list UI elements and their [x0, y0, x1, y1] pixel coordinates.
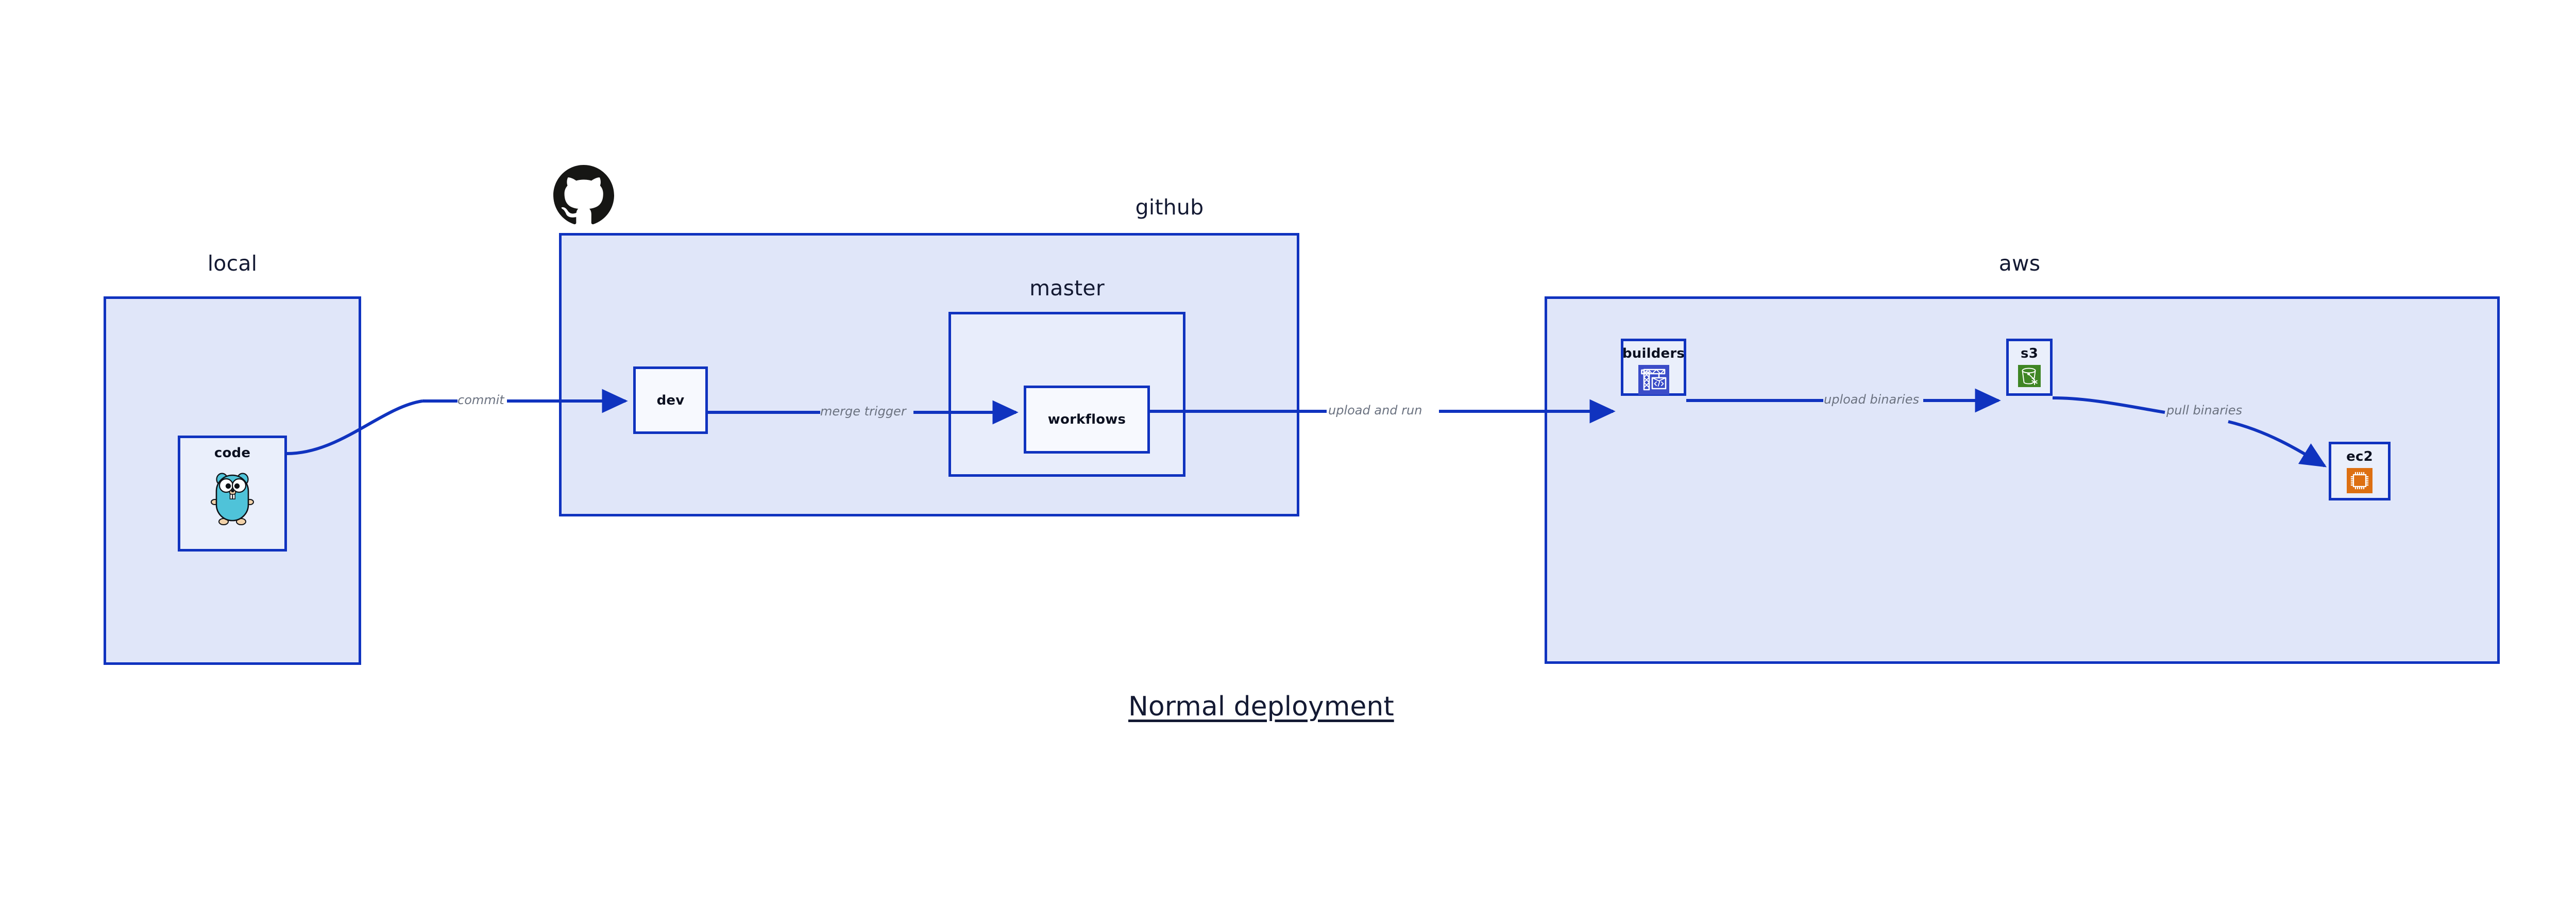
node-label-code: code	[214, 445, 251, 461]
node-label-dev: dev	[656, 392, 685, 408]
node-s3[interactable]: s3	[2006, 339, 2053, 396]
edge-label-merge-trigger: merge trigger	[820, 404, 906, 419]
node-label-builders: builders	[1622, 346, 1685, 361]
edge-label-pull-binaries: pull binaries	[2166, 403, 2243, 417]
edge-label-upload-and-run: upload and run	[1328, 403, 1422, 417]
group-label-master: master	[1029, 276, 1105, 300]
group-label-github: github	[1135, 195, 1204, 220]
node-code[interactable]: code	[178, 436, 287, 552]
aws-codebuild-icon	[1638, 365, 1669, 397]
edge-label-commit: commit	[457, 393, 504, 407]
aws-ec2-chip-icon	[2347, 468, 2372, 495]
node-dev[interactable]: dev	[633, 366, 708, 434]
node-label-s3: s3	[2021, 346, 2038, 361]
github-octocat-logo	[553, 165, 615, 228]
group-label-aws: aws	[1998, 251, 2041, 276]
edge-label-upload-binaries: upload binaries	[1824, 392, 1919, 407]
node-workflows[interactable]: workflows	[1024, 386, 1150, 454]
group-label-local: local	[207, 251, 258, 276]
go-gopher-icon	[210, 468, 255, 528]
aws-s3-bucket-icon	[2018, 365, 2041, 389]
node-label-workflows: workflows	[1047, 412, 1126, 427]
node-ec2[interactable]: ec2	[2329, 442, 2391, 500]
diagram-title: Normal deployment	[1128, 691, 1394, 722]
node-label-ec2: ec2	[2346, 449, 2373, 464]
node-builders[interactable]: builders	[1621, 339, 1686, 396]
